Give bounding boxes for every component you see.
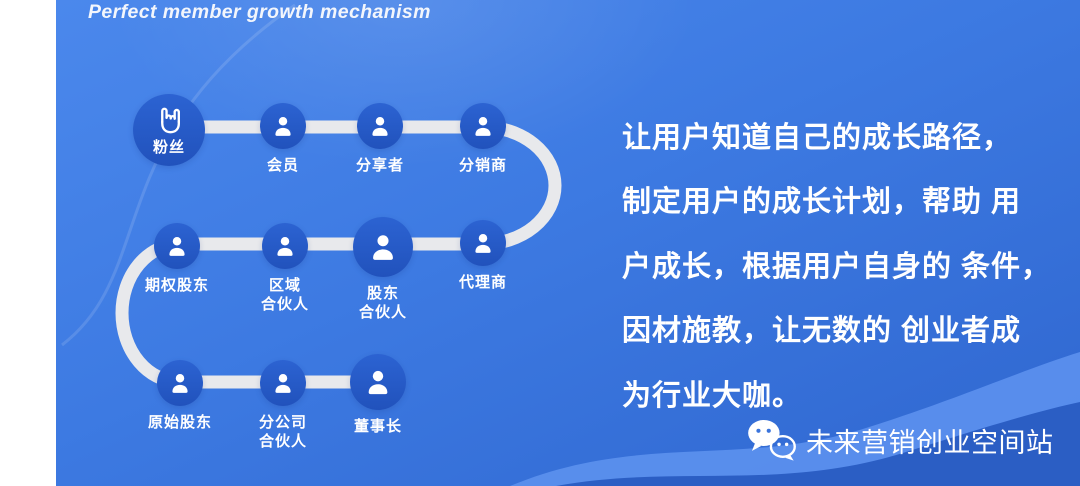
flow-node-sharer: 分享者: [356, 103, 403, 174]
person-icon: [372, 117, 388, 136]
wechat-icon: [748, 419, 796, 461]
person-icon: [275, 374, 291, 393]
paragraph-line: 制定用户的成长计划，帮助 用: [622, 186, 1022, 219]
flow-node-regional-partner: 区域 合伙人: [261, 223, 308, 313]
description-paragraph: 让用户知道自己的成长路径， 制定用户的成长计划，帮助 用 户成长，根据用户自身的…: [622, 106, 1062, 428]
brand-footer: 未来营销创业空间站: [746, 412, 1054, 468]
person-icon: [169, 237, 185, 256]
person-icon: [373, 235, 393, 260]
paragraph-line: 为行业大咖。: [622, 379, 803, 412]
flow-node-fans: 粉丝: [133, 94, 205, 166]
node-label: 代理商: [458, 274, 507, 291]
rock-hand-icon: [161, 107, 180, 134]
person-icon: [475, 234, 491, 253]
person-icon: [475, 117, 491, 136]
person-icon: [368, 370, 388, 395]
person-icon: [172, 374, 188, 393]
paragraph-line: 户成长，根据用户自身的 条件，: [622, 250, 1052, 283]
node-label: 分销商: [458, 157, 507, 174]
flow-node-original-shareholder: 原始股东: [148, 360, 211, 431]
flow-node-agent: 代理商: [459, 220, 506, 291]
flow-node-option-shareholder: 期权股东: [145, 223, 208, 294]
flow-node-member: 会员: [260, 103, 306, 174]
flow-node-branch-partner: 分公司 合伙人: [259, 360, 306, 450]
node-label: 董事长: [353, 418, 402, 435]
paragraph-line: 因材施教，让无数的 创业者成: [622, 315, 1022, 348]
page-title: Perfect member growth mechanism: [88, 1, 431, 23]
brand-name: 未来营销创业空间站: [806, 427, 1054, 458]
person-icon: [275, 117, 291, 136]
node-label: 粉丝: [152, 139, 185, 156]
flow-node-shareholder-partner: 股东 合伙人: [353, 217, 413, 321]
node-label: 分公司 合伙人: [258, 414, 307, 450]
paragraph-line: 让用户知道自己的成长路径，: [622, 122, 1013, 154]
node-label: 会员: [266, 157, 299, 174]
node-label: 原始股东: [147, 414, 212, 431]
flow-node-chairman: 董事长: [350, 354, 406, 435]
node-label: 分享者: [355, 157, 404, 174]
node-label: 期权股东: [144, 277, 209, 294]
person-icon: [277, 237, 293, 256]
node-label: 股东 合伙人: [358, 285, 407, 321]
node-label: 区域 合伙人: [260, 277, 309, 313]
flow-node-distributor: 分销商: [459, 103, 506, 174]
